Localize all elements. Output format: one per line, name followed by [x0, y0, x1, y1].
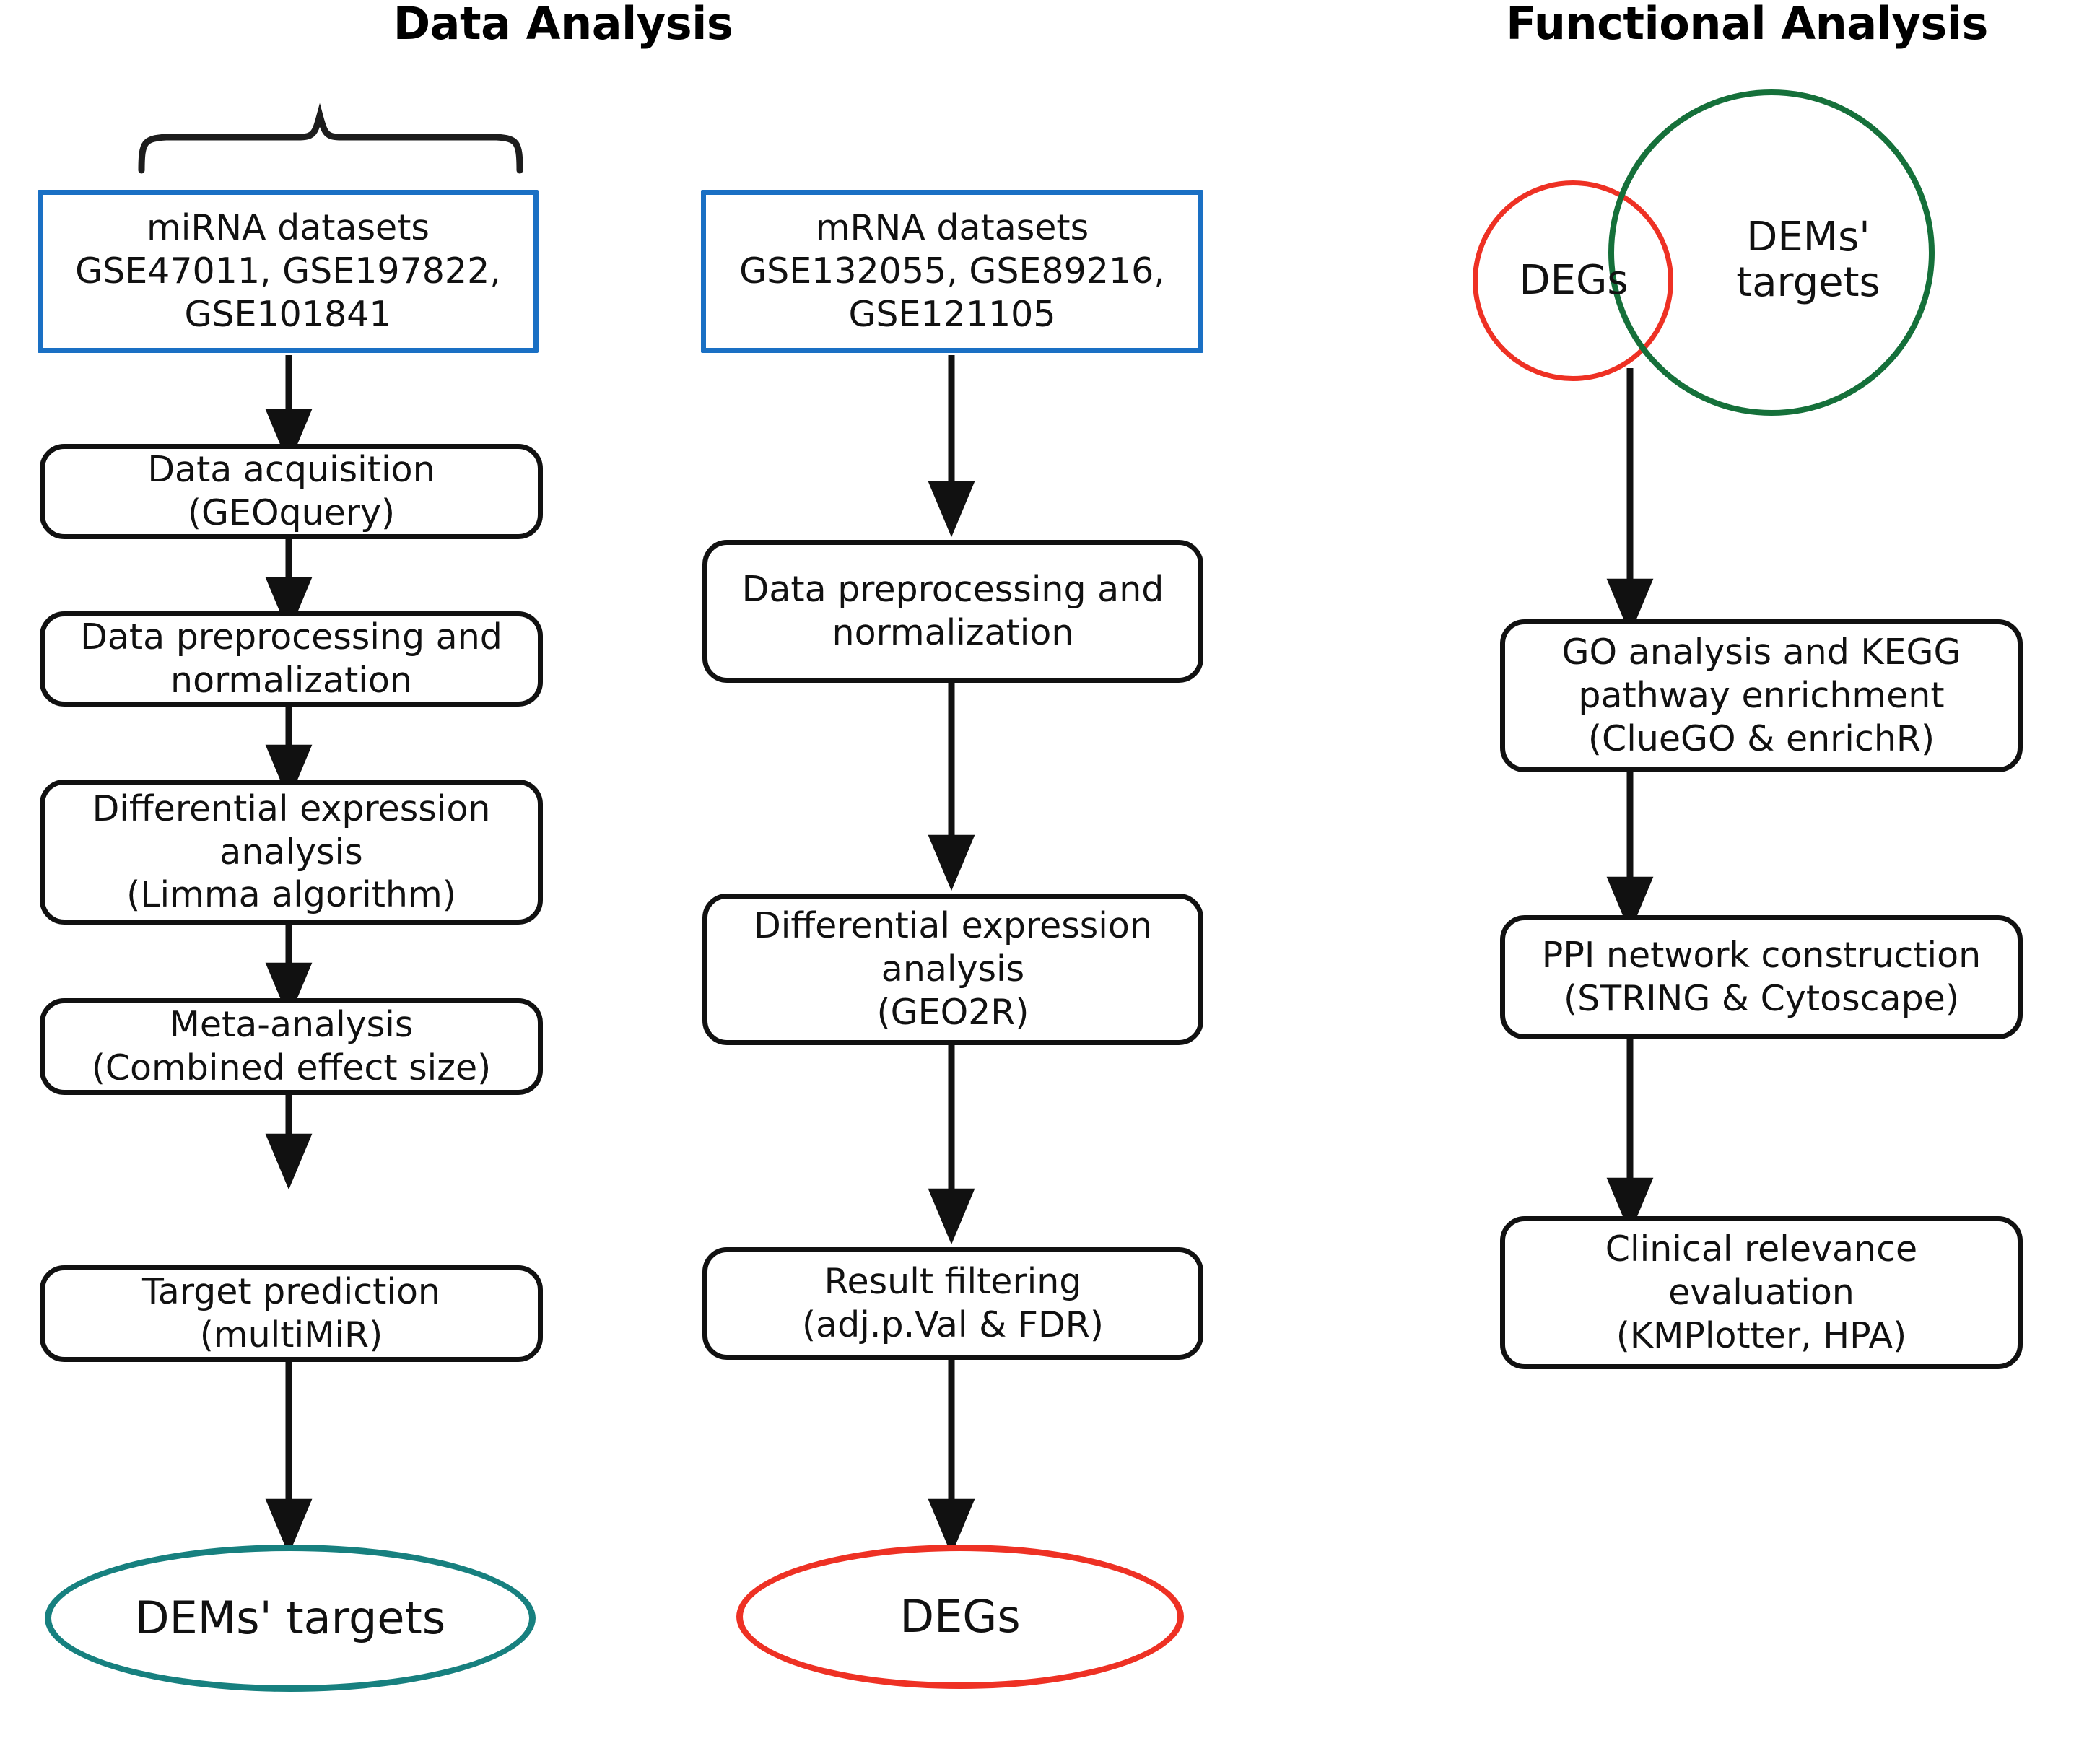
mirna-datasets-text: miRNA datasets GSE47011, GSE197822, GSE1…	[75, 207, 501, 335]
venn-circle-dems-targets[interactable]	[1608, 89, 1935, 416]
mirna-step-1-text: Data acquisition (GEOquery)	[147, 449, 435, 533]
title-functional-analysis: Functional Analysis	[1506, 0, 1988, 50]
outcome-dems-targets[interactable]: DEMs' targets	[45, 1545, 536, 1692]
venn-label-dems-targets: DEMs' targets	[1736, 214, 1880, 306]
mrna-step-differential-expression[interactable]: Differential expression analysis (GEO2R)	[702, 894, 1203, 1045]
mrna-step-2-text: Differential expression analysis (GEO2R)	[754, 905, 1152, 1033]
mirna-step-2-text: Data preprocessing and normalization	[80, 616, 502, 701]
mirna-step-5-text: Target prediction (multiMiR)	[141, 1271, 440, 1355]
mirna-step-4-text: Meta-analysis (Combined effect size)	[91, 1004, 492, 1088]
functional-step-clinical-relevance[interactable]: Clinical relevance evaluation (KMPlotter…	[1500, 1216, 2023, 1369]
functional-step-3-text: Clinical relevance evaluation (KMPlotter…	[1605, 1228, 1918, 1356]
mirna-datasets-box[interactable]: miRNA datasets GSE47011, GSE197822, GSE1…	[38, 190, 539, 353]
mirna-step-3-text: Differential expression analysis (Limma …	[92, 787, 491, 916]
outcome-dems-targets-text: DEMs' targets	[134, 1591, 446, 1644]
mirna-step-target-prediction[interactable]: Target prediction (multiMiR)	[40, 1265, 543, 1362]
mrna-datasets-text: mRNA datasets GSE132055, GSE89216, GSE12…	[739, 207, 1165, 335]
mrna-step-result-filtering[interactable]: Result filtering (adj.p.Val & FDR)	[702, 1247, 1203, 1360]
title-data-analysis: Data Analysis	[393, 0, 733, 50]
mirna-step-data-acquisition[interactable]: Data acquisition (GEOquery)	[40, 444, 543, 539]
mirna-step-meta-analysis[interactable]: Meta-analysis (Combined effect size)	[40, 998, 543, 1095]
mirna-step-preprocessing[interactable]: Data preprocessing and normalization	[40, 611, 543, 707]
venn-label-degs: DEGs	[1519, 257, 1629, 304]
functional-step-1-text: GO analysis and KEGG pathway enrichment …	[1561, 632, 1961, 759]
functional-step-go-kegg[interactable]: GO analysis and KEGG pathway enrichment …	[1500, 619, 2023, 772]
grouping-brace	[138, 102, 523, 174]
functional-step-2-text: PPI network construction (STRING & Cytos…	[1541, 935, 1982, 1019]
venn-diagram: DEGs DEMs' targets	[1465, 87, 1942, 419]
outcome-degs[interactable]: DEGs	[736, 1545, 1184, 1689]
mrna-step-1-text: Data preprocessing and normalization	[741, 569, 1164, 653]
mirna-step-differential-expression[interactable]: Differential expression analysis (Limma …	[40, 780, 543, 925]
mrna-step-preprocessing[interactable]: Data preprocessing and normalization	[702, 540, 1203, 683]
outcome-degs-text: DEGs	[899, 1589, 1021, 1643]
functional-step-ppi-network[interactable]: PPI network construction (STRING & Cytos…	[1500, 915, 2023, 1039]
mrna-datasets-box[interactable]: mRNA datasets GSE132055, GSE89216, GSE12…	[701, 190, 1203, 353]
mrna-step-3-text: Result filtering (adj.p.Val & FDR)	[802, 1261, 1104, 1345]
